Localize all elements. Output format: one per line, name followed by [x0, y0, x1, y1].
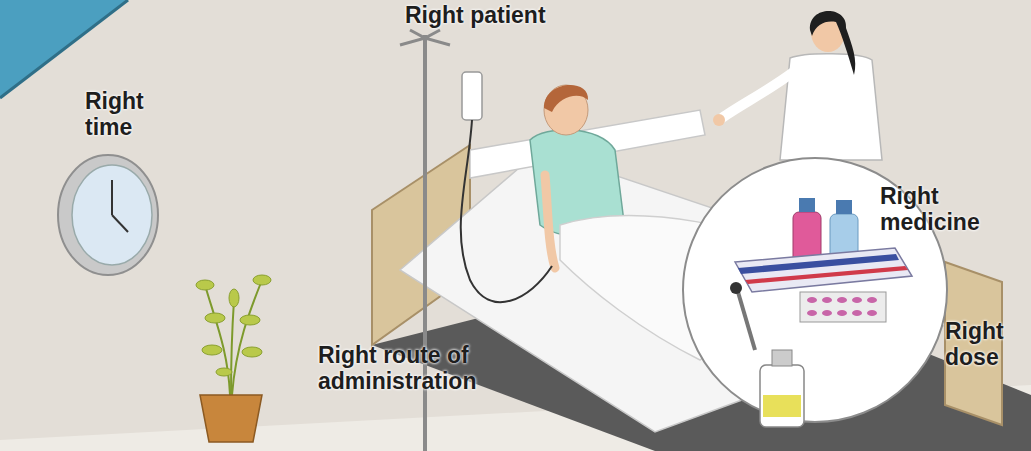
pill	[837, 310, 847, 316]
small-bottle	[760, 365, 804, 427]
leaf	[229, 289, 239, 307]
blister-pack	[800, 292, 886, 322]
patient-arm	[545, 175, 555, 268]
iv-bag	[462, 72, 482, 120]
medicine-box	[735, 248, 912, 292]
clock-hand	[112, 215, 128, 232]
leaf	[253, 275, 271, 285]
bottle-cap	[836, 200, 852, 214]
nurse-hand	[713, 114, 725, 126]
dropper-bulb	[730, 282, 742, 294]
leaf	[240, 315, 260, 325]
dropper	[738, 292, 755, 350]
nurse-arm	[722, 70, 796, 118]
box-stripe	[745, 266, 908, 284]
window	[0, 0, 128, 98]
nurse-hair	[810, 11, 855, 75]
window-frame	[0, 0, 128, 98]
label-text: Right medicine	[880, 183, 1020, 236]
pill	[867, 310, 877, 316]
iv-tube	[461, 120, 552, 302]
label-text: Right time	[85, 88, 180, 141]
leaf	[196, 280, 214, 290]
leaf	[202, 345, 222, 355]
iv-hooks	[400, 30, 450, 45]
leaf	[242, 347, 262, 357]
pill	[822, 310, 832, 316]
pill	[867, 297, 877, 303]
leaf	[216, 368, 232, 376]
leaf	[205, 313, 225, 323]
plant	[205, 280, 262, 395]
label-text: Right route of administration	[318, 342, 553, 395]
pill	[807, 310, 817, 316]
pill	[837, 297, 847, 303]
clock-rim	[58, 155, 158, 275]
pill	[852, 310, 862, 316]
bottle-label	[763, 395, 801, 417]
pill	[852, 297, 862, 303]
label-text: Right patient	[405, 2, 605, 28]
pill	[807, 297, 817, 303]
clock-hand	[111, 180, 113, 215]
plant-pot	[200, 395, 262, 442]
patient-hair	[544, 85, 588, 112]
bottle-neck	[772, 350, 792, 366]
plant-stem	[205, 285, 230, 395]
pill	[822, 297, 832, 303]
pills	[807, 297, 877, 316]
plant-stem	[231, 300, 234, 395]
clock-face	[72, 165, 152, 265]
patient-head	[544, 85, 588, 135]
bottle-cap	[799, 198, 815, 212]
label-text: Right dose	[945, 318, 1025, 371]
plant-leaves	[196, 275, 271, 376]
